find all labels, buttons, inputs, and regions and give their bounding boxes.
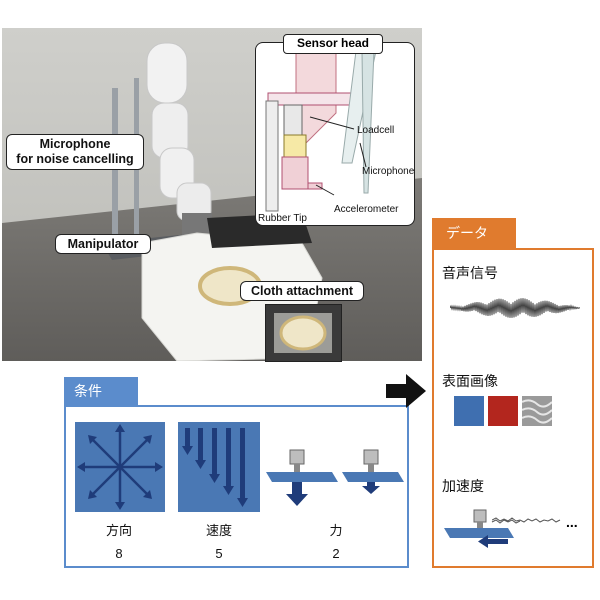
accelerometer-label: Accelerometer — [334, 204, 399, 215]
right-arrow-icon — [386, 374, 426, 408]
audio-waveform-icon — [450, 298, 580, 318]
microphone-label: Microphone — [362, 166, 415, 177]
rubber-tip-label: Rubber Tip — [258, 213, 307, 224]
acceleration-waveform-icon — [492, 517, 561, 523]
speed-arrows-icon — [182, 428, 248, 507]
acceleration-label: 加速度 — [442, 478, 484, 494]
direction-label: 方向 — [105, 523, 132, 538]
conditions-tab: 条件 — [64, 377, 138, 405]
audio-signal-label: 音声信号 — [442, 265, 498, 281]
surface-sample-denim — [454, 396, 484, 426]
sensor-head-title: Sensor head — [283, 34, 383, 54]
cloth-attachment-callout: Cloth attachment — [240, 281, 364, 301]
more-ellipsis: ... — [566, 514, 578, 530]
direction-count: 8 — [115, 546, 123, 561]
acceleration-illustration — [444, 509, 521, 548]
force-strong-illustration — [266, 449, 338, 506]
cloth-attachment-inset-image — [274, 313, 332, 353]
direction-tile — [75, 422, 165, 512]
surface-sample-red — [488, 396, 518, 426]
speed-tile — [178, 422, 260, 512]
sensor-head-drawing — [265, 50, 377, 212]
cloth-attachment-inset — [265, 304, 342, 362]
microphone-callout: Microphone for noise cancelling — [6, 134, 144, 170]
surface-image-label: 表面画像 — [442, 373, 498, 389]
eight-direction-arrows-icon — [81, 428, 159, 506]
force-label: 力 — [329, 523, 343, 538]
data-tab: データ — [432, 218, 516, 248]
speed-label: 速度 — [205, 523, 232, 538]
loadcell-label: Loadcell — [357, 125, 395, 136]
manipulator-callout: Manipulator — [55, 234, 151, 254]
force-count: 2 — [332, 546, 340, 561]
speed-count: 5 — [215, 546, 223, 561]
microphone-callout-line1: Microphone — [39, 137, 111, 151]
sensor-head-diagram — [255, 42, 415, 226]
microphone-callout-line2: for noise cancelling — [16, 152, 134, 166]
force-weak-illustration — [342, 449, 404, 494]
surface-sample-knit — [522, 396, 552, 426]
